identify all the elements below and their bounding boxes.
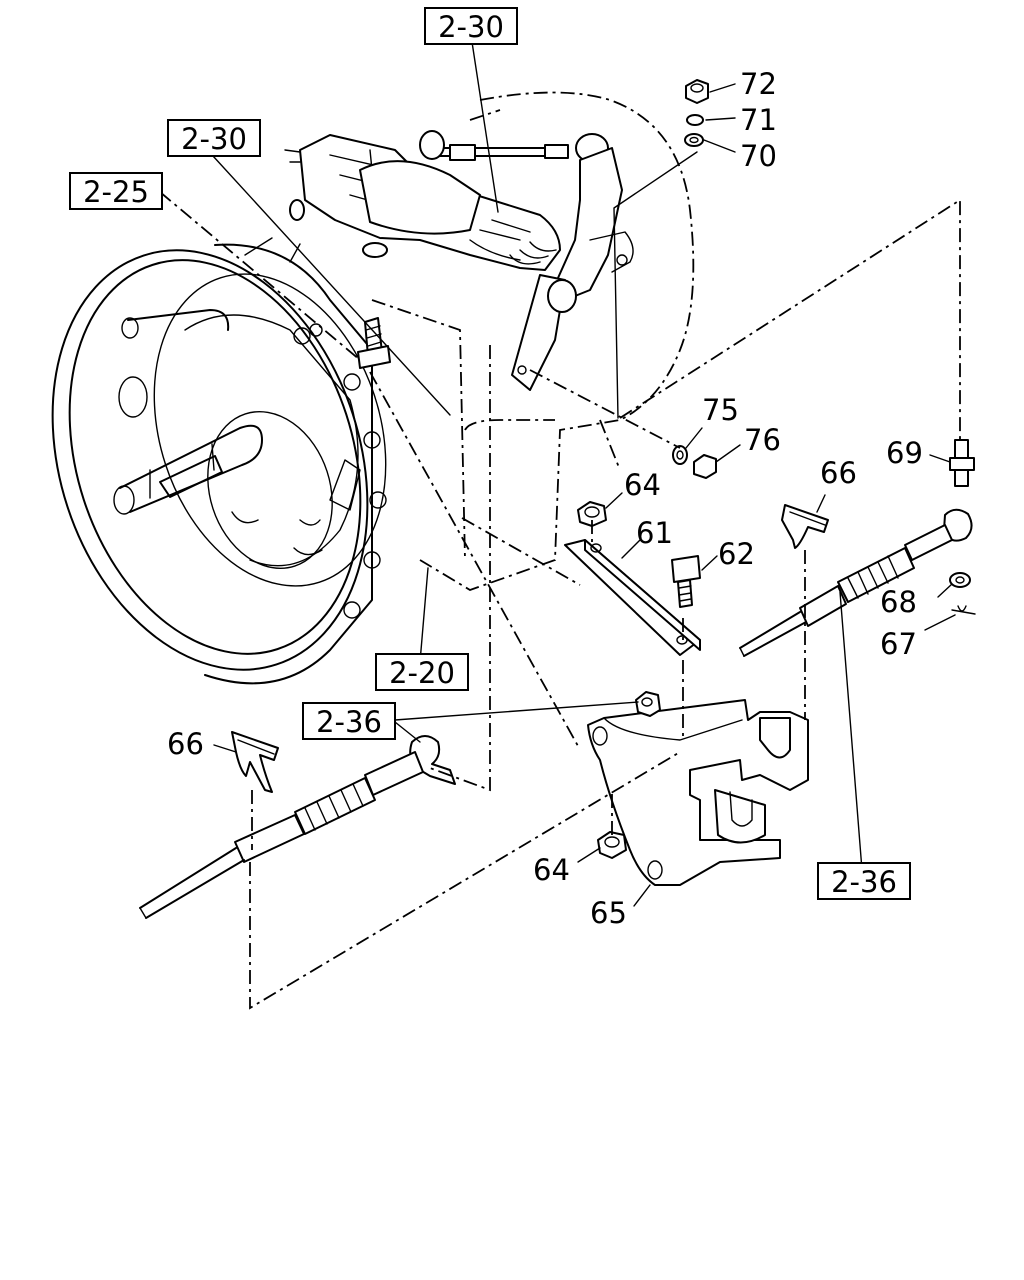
ref-box-2-25: 2-25 bbox=[69, 172, 163, 210]
part-number-61: 61 bbox=[636, 516, 673, 550]
bracket-61 bbox=[564, 539, 701, 656]
transmission-body-drawing bbox=[371, 91, 695, 591]
clip-66-left bbox=[231, 731, 279, 793]
part-number-68: 68 bbox=[880, 585, 917, 619]
ref-label-2-36-left: 2-36 bbox=[316, 705, 382, 739]
part-number-62: 62 bbox=[718, 537, 755, 571]
assembly-lines bbox=[159, 41, 961, 1010]
nut-64-bottom bbox=[597, 831, 627, 859]
part-number-69: 69 bbox=[886, 436, 923, 470]
washer-68 bbox=[949, 572, 971, 588]
ref-label-2-30-top: 2-30 bbox=[438, 10, 504, 44]
right-shift-cable bbox=[739, 508, 973, 657]
part-leaders bbox=[213, 83, 956, 907]
housing-bolts bbox=[293, 323, 387, 619]
part-number-67: 67 bbox=[880, 627, 917, 661]
ref-box-2-36-left: 2-36 bbox=[302, 702, 396, 740]
washer-70 bbox=[684, 133, 704, 147]
shift-tower-drawing bbox=[284, 130, 634, 391]
ref-box-2-20: 2-20 bbox=[375, 653, 469, 691]
housing-bolt bbox=[357, 317, 391, 369]
part-number-64-top: 64 bbox=[624, 468, 661, 502]
bracket-65 bbox=[587, 699, 809, 886]
cotter-pin-67 bbox=[951, 605, 976, 615]
clutch-housing-drawing bbox=[51, 237, 387, 685]
part-number-72: 72 bbox=[740, 67, 777, 101]
part-number-66-left: 66 bbox=[167, 727, 204, 761]
input-shaft bbox=[113, 309, 263, 515]
washer-75 bbox=[672, 445, 688, 465]
ref-label-2-25: 2-25 bbox=[83, 175, 149, 209]
part-number-75: 75 bbox=[702, 393, 739, 427]
ref-box-2-30-left: 2-30 bbox=[167, 119, 261, 157]
ref-label-2-20: 2-20 bbox=[389, 656, 455, 690]
nut-72 bbox=[685, 79, 709, 104]
flange-nut bbox=[635, 691, 661, 717]
part-number-65: 65 bbox=[590, 896, 627, 930]
left-shift-cable bbox=[139, 735, 456, 919]
part-number-70: 70 bbox=[740, 139, 777, 173]
ref-label-2-36-right: 2-36 bbox=[831, 865, 897, 899]
part-number-66-right: 66 bbox=[820, 456, 857, 490]
nut-64-top bbox=[577, 501, 607, 527]
part-number-71: 71 bbox=[740, 103, 777, 137]
ref-label-2-30-left: 2-30 bbox=[181, 122, 247, 156]
washer-71 bbox=[686, 114, 704, 126]
clip-66-right bbox=[781, 504, 829, 549]
ref-box-2-36-right: 2-36 bbox=[817, 862, 911, 900]
stud-69 bbox=[949, 439, 975, 487]
ref-box-2-30-top: 2-30 bbox=[424, 7, 518, 45]
nut-76 bbox=[693, 454, 717, 479]
part-number-76: 76 bbox=[744, 423, 781, 457]
part-number-64-bottom: 64 bbox=[533, 853, 570, 887]
bolt-62 bbox=[671, 555, 701, 608]
